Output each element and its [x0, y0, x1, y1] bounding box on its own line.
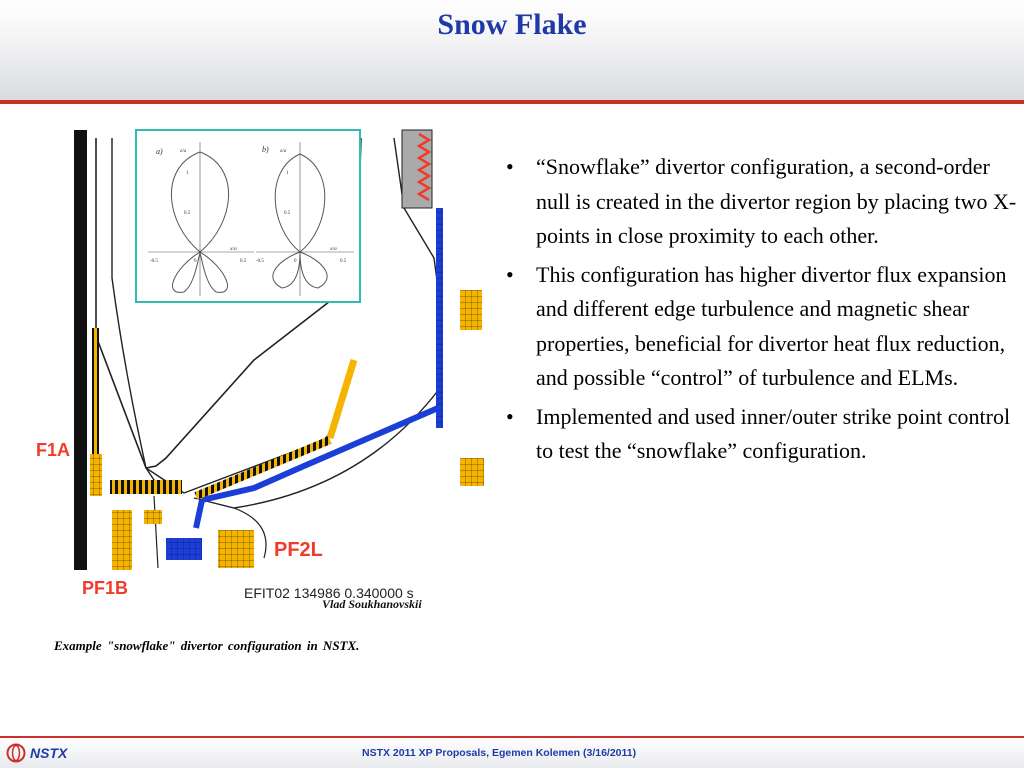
efit-label: EFIT02 134986 0.340000 s	[244, 585, 414, 601]
pf1b-coil-block	[112, 510, 132, 570]
slide-header	[0, 0, 1024, 100]
inner-yellow-plate	[92, 328, 99, 488]
lower-blue-coil	[166, 538, 202, 560]
bullet-item: • This configuration has higher divertor…	[498, 258, 1018, 396]
inset-border	[135, 129, 361, 303]
header-divider	[0, 100, 1024, 104]
bullet-marker: •	[506, 261, 514, 287]
svg-text:0.5: 0.5	[284, 211, 291, 216]
lower-inner-plate	[110, 480, 182, 494]
svg-text:1: 1	[286, 171, 289, 176]
upper-plate	[401, 129, 433, 209]
center-stack	[74, 130, 87, 570]
svg-text:0.5: 0.5	[340, 259, 347, 264]
svg-text:1: 1	[186, 171, 189, 176]
bullet-marker: •	[506, 154, 514, 179]
svg-text:0: 0	[194, 259, 197, 264]
svg-text:x/a: x/a	[329, 246, 337, 252]
divertor-yellow-plate	[194, 436, 332, 500]
pf2l-label: PF2L	[274, 539, 323, 561]
nstx-logo-text: NSTX	[30, 745, 68, 761]
figure-caption: Example "snowflake" divertor configurati…	[54, 638, 360, 653]
svg-text:0.5: 0.5	[184, 211, 191, 216]
bullet-text: Implemented and used inner/outer strike …	[536, 403, 1011, 464]
divertor-diagram: F1A PF2L PF1B EFIT02 134986 0.340000 s V…	[36, 129, 484, 611]
footer-divider	[0, 736, 1024, 738]
pf1b-label: PF1B	[82, 578, 128, 598]
svg-text:z/a: z/a	[279, 148, 287, 154]
divertor-figure: F1A PF2L PF1B EFIT02 134986 0.340000 s V…	[34, 128, 486, 618]
snowflake-inset: a) b) z/a x/a 1 0.5 -0.5 0 0.5 z/a x/a 1…	[135, 129, 361, 303]
inner-flux-line	[111, 138, 147, 469]
pf3-coil-block	[460, 290, 482, 330]
diagonal-yellow-plate	[326, 358, 358, 440]
svg-text:0.5: 0.5	[240, 259, 247, 264]
pf5-coil-block	[460, 458, 484, 486]
svg-text:-0.5: -0.5	[256, 259, 264, 264]
svg-text:z/a: z/a	[179, 148, 187, 154]
slide-footer	[0, 738, 1024, 768]
bullet-marker: •	[506, 403, 514, 429]
outer-wall-coils	[436, 208, 443, 428]
slide-title: Snow Flake	[437, 8, 587, 41]
nstx-logo-icon	[6, 743, 26, 763]
bullet-text: This configuration has higher divertor f…	[536, 261, 1007, 391]
footer-citation: NSTX 2011 XP Proposals, Egemen Kolemen (…	[362, 747, 637, 759]
svg-text:x/a: x/a	[229, 246, 237, 252]
inset-panel-a-label: a)	[156, 147, 163, 156]
bullet-list: • “Snowflake” divertor configuration, a …	[498, 150, 1018, 473]
upper-coil-zigzag	[416, 132, 432, 202]
pf-coil-block	[90, 454, 102, 496]
divertor-blue-coils	[201, 405, 440, 503]
inset-panel-b-label: b)	[262, 145, 269, 154]
svg-text:-0.5: -0.5	[150, 259, 158, 264]
nstx-logo: NSTX	[6, 743, 67, 763]
bullet-item: • Implemented and used inner/outer strik…	[498, 400, 1018, 469]
svg-text:0: 0	[294, 259, 297, 264]
bullet-item: • “Snowflake” divertor configuration, a …	[498, 150, 1018, 254]
pf1a-label: F1A	[36, 440, 70, 460]
bullet-text: “Snowflake” divertor configuration, a se…	[536, 154, 1017, 248]
pf2l-coil-block	[218, 530, 254, 568]
figure-credit: Vlad Soukhanovskii	[322, 597, 422, 611]
